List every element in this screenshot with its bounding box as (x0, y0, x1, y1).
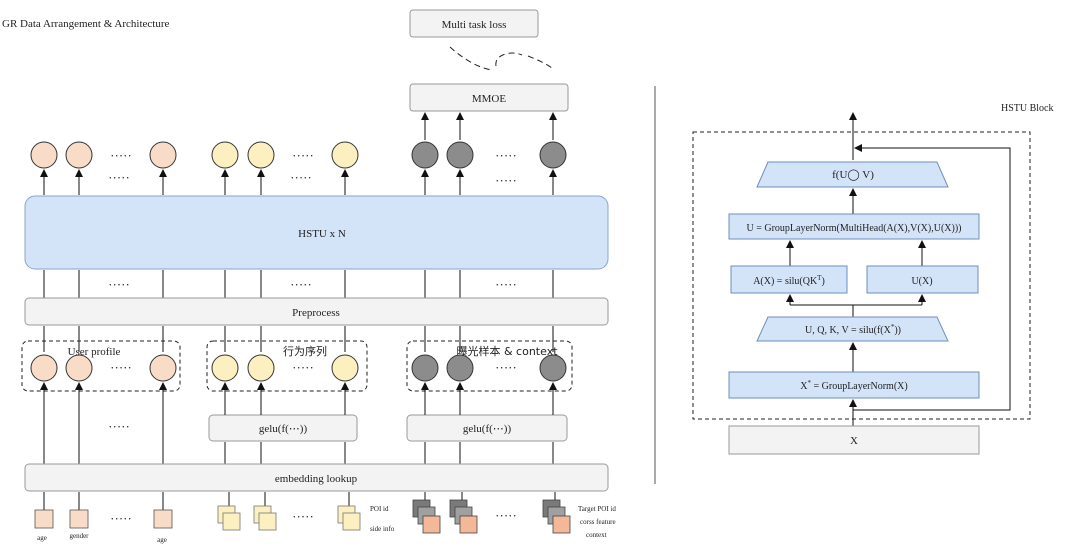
input-token-row (30, 354, 567, 382)
profile-input-token (149, 354, 177, 382)
exposure-input-token (539, 354, 567, 382)
ux-label: U(X) (911, 276, 932, 287)
profile-output-token (65, 141, 93, 169)
embedding-to-profile-arrows (40, 382, 167, 464)
age-feature-square (153, 509, 173, 529)
context-feature-label: context (586, 531, 607, 539)
left-diagram-title: GR Data Arrangement & Architecture (2, 18, 170, 30)
raw-input-to-embedding-lines (43, 492, 556, 510)
profile-output-token (149, 141, 177, 169)
profile-raw-features (34, 509, 173, 529)
ellipsis: ····· (495, 148, 517, 163)
profile-input-token (30, 354, 58, 382)
ellipsis: ····· (108, 419, 130, 434)
behavior-gelu-box: gelu(f(⋯)) (208, 414, 358, 442)
behavior-output-token (331, 141, 359, 169)
cross-feature-label: corss feature (580, 518, 616, 526)
ellipsis: ····· (495, 508, 517, 523)
gelu-to-token-arrows (221, 382, 557, 415)
f-uv-label: f(U◯ V) (832, 169, 874, 181)
behavior-input-token (331, 354, 359, 382)
behavior-output-token (211, 141, 239, 169)
exposure-raw-features (412, 499, 571, 534)
exposure-input-token (446, 354, 474, 382)
uqkv-split-lines (786, 294, 926, 317)
output-token-row (30, 141, 567, 169)
output-arrows (40, 169, 557, 195)
hstu-stack-label: HSTU x N (298, 228, 346, 240)
exposure-context-group: 曝光样本 & context (406, 340, 573, 392)
age-feature-square (34, 509, 54, 529)
profile-input-token (65, 354, 93, 382)
behavior-raw-features (217, 505, 361, 531)
multi-task-loss-label: Multi task loss (442, 19, 507, 31)
ellipsis: ····· (495, 173, 517, 188)
behavior-input-token (247, 354, 275, 382)
behavior-gelu-label: gelu(f(⋯)) (259, 423, 308, 435)
ellipsis: ····· (495, 360, 517, 375)
residual-connection-line (853, 144, 1011, 411)
behavior-sequence-group: 行为序列 (206, 340, 368, 392)
uqkv-trapezoid: U, Q, K, V = silu(f(X*)) (756, 316, 949, 342)
tokens-to-preprocess-lines (43, 326, 554, 352)
mmoe-label: MMOE (472, 93, 507, 105)
ellipsis: ····· (292, 509, 314, 524)
ellipsis: ····· (110, 360, 132, 375)
ellipsis: ····· (292, 360, 314, 375)
profile-output-token (30, 141, 58, 169)
xstar-box: X* = GroupLayerNorm(X) (728, 371, 980, 399)
exposure-output-token (411, 141, 439, 169)
exposure-output-token (539, 141, 567, 169)
u-grouplayernorm-box: U = GroupLayerNorm(MultiHead(A(X),V(X),U… (728, 213, 980, 240)
x-input-label: X (850, 435, 858, 447)
ellipsis: ····· (108, 277, 130, 292)
preprocess-label: Preprocess (292, 307, 340, 319)
hstu-block-title: HSTU Block (1001, 103, 1054, 114)
behavior-input-token (211, 354, 239, 382)
ellipsis: ····· (110, 511, 132, 526)
loss-dashed-curve (449, 46, 553, 71)
gender-feature-label: gender (69, 532, 89, 540)
preprocess-to-hstu-lines (43, 270, 554, 298)
ellipsis: ····· (292, 148, 314, 163)
ellipsis: ····· (108, 170, 130, 185)
uqkv-label: U, Q, K, V = silu(f(X*)) (805, 323, 901, 336)
preprocess-box: Preprocess (24, 297, 609, 326)
age-feature-label: age (37, 534, 47, 542)
u-grouplayernorm-label: U = GroupLayerNorm(MultiHead(A(X),V(X),U… (746, 223, 961, 234)
embedding-lookup-label: embedding lookup (275, 473, 358, 485)
mmoe-box: MMOE (409, 83, 569, 112)
f-uv-trapezoid: f(U◯ V) (756, 161, 949, 188)
ellipsis: ····· (290, 170, 312, 185)
ellipsis: ····· (110, 148, 132, 163)
exposure-output-token (446, 141, 474, 169)
embedding-to-gelu-lines (224, 442, 554, 464)
embedding-lookup-box: embedding lookup (24, 463, 609, 492)
ax-label: A(X) = silu(QKT) (753, 274, 825, 287)
xstar-label: X* = GroupLayerNorm(X) (800, 379, 907, 392)
x-input-box: X (728, 425, 980, 455)
behavior-output-token (247, 141, 275, 169)
behavior-sequence-group-label: 行为序列 (283, 344, 327, 358)
ax-box: A(X) = silu(QKT) (730, 265, 848, 294)
hstu-stack-box: HSTU x N (24, 195, 609, 270)
ellipsis: ····· (495, 277, 517, 292)
exposure-context-group-label: 曝光样本 & context (456, 344, 558, 358)
ellipsis: ····· (290, 277, 312, 292)
gender-feature-square (69, 509, 89, 529)
age-feature-label: age (157, 536, 167, 544)
hstu-block-dashed-frame (692, 131, 1031, 420)
target-poi-id-label: Target POI id (578, 505, 616, 513)
ux-box: U(X) (866, 265, 979, 294)
exposure-input-token (411, 354, 439, 382)
side-info-label: side info (370, 525, 395, 533)
exposure-gelu-box: gelu(f(⋯)) (406, 414, 568, 442)
exposure-gelu-label: gelu(f(⋯)) (463, 423, 512, 435)
poi-id-label: POI id (370, 505, 389, 513)
multi-task-loss-box: Multi task loss (409, 9, 539, 38)
